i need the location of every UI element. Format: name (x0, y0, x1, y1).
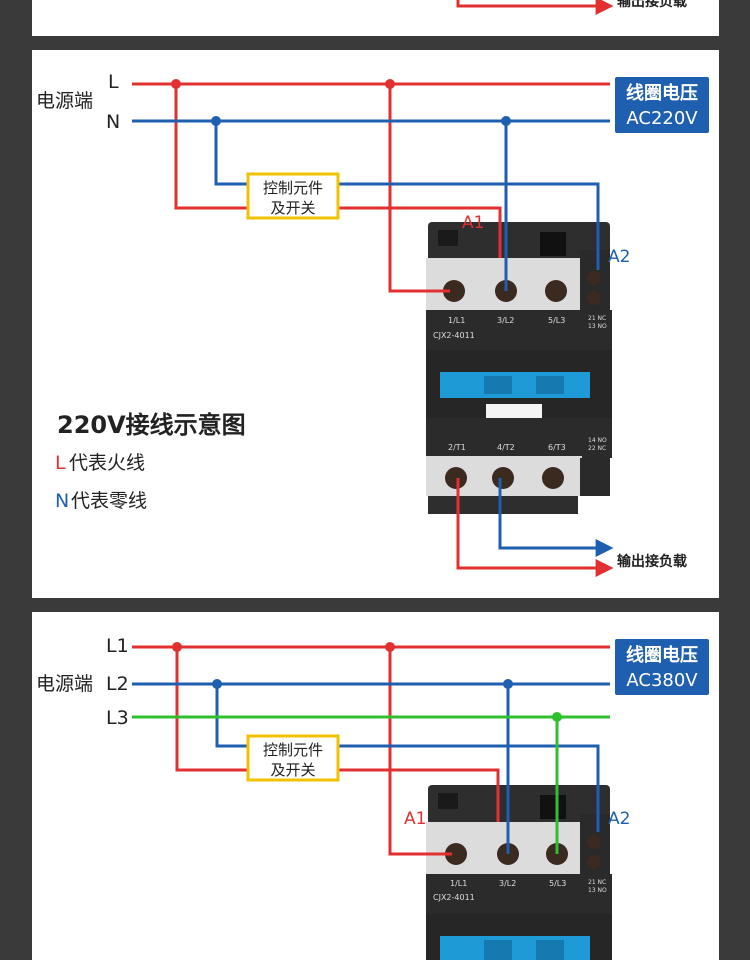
aux-label: 22 NC (588, 445, 606, 452)
contactor: 1/L1 3/L2 5/L3 21 NC 13 NO CJX2-4011 (426, 785, 612, 960)
aux-label: 14 NO (588, 437, 607, 444)
aux-label: 13 NO (588, 887, 607, 894)
junction-dot (503, 679, 513, 689)
top-strip: 输出接负载 (32, 0, 719, 36)
coil-value: AC220V (626, 108, 698, 129)
diagram-title: 220V接线示意图 (57, 411, 246, 439)
line-n-label: N (106, 111, 120, 133)
terminal-label: 3/L2 (499, 879, 516, 888)
aux-screw (587, 271, 601, 285)
load-label: 输出接负载 (617, 553, 687, 570)
terminal-label: 2/T1 (448, 443, 466, 452)
a2-label: A2 (608, 247, 630, 267)
control-label-line1: 控制元件 (263, 741, 323, 759)
power-source-label: 电源端 (36, 90, 93, 112)
junction-dot (212, 679, 222, 689)
junction-dot (172, 642, 182, 652)
terminal-label: 6/T3 (548, 443, 566, 452)
junction-dot (171, 79, 181, 89)
junction-dot (211, 116, 221, 126)
wire-to-control (175, 647, 248, 772)
aux-label: 21 NC (588, 315, 606, 322)
control-element-box: 控制元件 及开关 (246, 734, 340, 782)
junction-dot (501, 116, 511, 126)
terminal-label: 1/L1 (450, 879, 467, 888)
terminal-screw (542, 467, 564, 489)
junction-dot (552, 712, 562, 722)
terminal-screw (445, 467, 467, 489)
legend-l-key: L (55, 452, 66, 474)
wire-control-to-a1 (338, 206, 502, 258)
panel-380v: 电源端 L1 L2 L3 1/L1 3/L2 5/L3 21 NC 13 NO (32, 612, 719, 960)
terminal-screw (545, 280, 567, 302)
legend-l-text: 代表火线 (69, 452, 145, 474)
model-label: CJX2-4011 (433, 331, 475, 340)
legend-n-key: N (55, 490, 69, 512)
load-label: 输出接负载 (617, 0, 687, 10)
coil-title: 线圈电压 (626, 82, 698, 104)
wire-control-to-a2 (338, 744, 600, 832)
terminal-label: 5/L3 (549, 879, 566, 888)
coil-voltage-badge: 线圈电压 AC220V (613, 75, 711, 135)
a1-label: A1 (462, 213, 484, 233)
aux-screw (587, 835, 601, 849)
aux-label: 21 NC (588, 879, 606, 886)
aux-screw (587, 855, 601, 869)
power-source-label: 电源端 (36, 673, 93, 695)
terminal-label: 4/T2 (497, 443, 515, 452)
control-label-line2: 及开关 (270, 761, 315, 779)
coil-voltage-badge: 线圈电压 AC380V (613, 637, 711, 697)
control-element-box: 控制元件 及开关 (246, 172, 340, 220)
a1-label: A1 (404, 809, 426, 829)
l3-wires (132, 715, 610, 854)
panel-220v: 电源端 L N (32, 50, 719, 598)
terminal-screw (443, 280, 465, 302)
a2-label: A2 (608, 809, 630, 829)
control-label-line1: 控制元件 (263, 179, 323, 197)
terminal-label: 1/L1 (448, 316, 465, 325)
wire-control-to-a2 (338, 182, 600, 270)
model-label: CJX2-4011 (433, 893, 475, 902)
terminal-screw (445, 843, 467, 865)
coil-value: AC380V (626, 670, 698, 691)
line-l3-label: L3 (106, 707, 129, 729)
contactor: 1/L1 3/L2 5/L3 21 NC 13 NO CJX2-4011 2/T… (426, 222, 612, 514)
junction-dot (385, 642, 395, 652)
wire-n-to-control (214, 121, 248, 186)
terminal-screw (492, 467, 514, 489)
terminal-label: 5/L3 (548, 316, 565, 325)
control-label-line2: 及开关 (270, 199, 315, 217)
output-wire-blue (498, 478, 614, 557)
line-l-label: L (108, 71, 119, 93)
wire-to-control (174, 84, 248, 210)
junction-dot (385, 79, 395, 89)
wire-l-to-terminal (388, 84, 450, 293)
legend-n-text: 代表零线 (71, 490, 147, 512)
coil-title: 线圈电压 (626, 644, 698, 666)
live-wires (132, 82, 614, 577)
l2-wires (132, 682, 610, 854)
aux-label: 13 NO (588, 323, 607, 330)
wire-l2-to-control (215, 684, 248, 748)
line-l2-label: L2 (106, 673, 129, 695)
aux-screw (587, 291, 601, 305)
output-wire-red (456, 478, 614, 577)
terminal-label: 3/L2 (497, 316, 514, 325)
line-l1-label: L1 (106, 635, 129, 657)
output-wire-red (456, 0, 614, 15)
